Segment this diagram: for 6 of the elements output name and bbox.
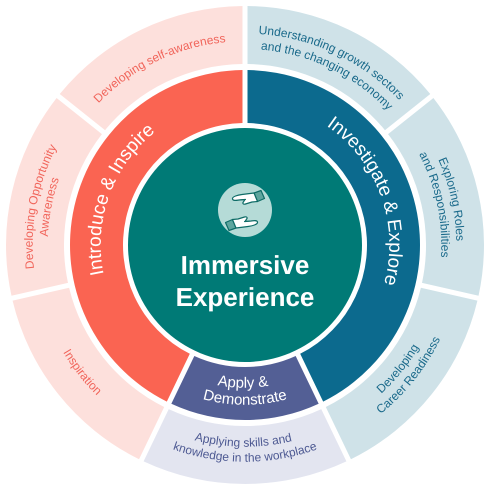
center-title: Immersive Experience <box>174 249 316 313</box>
segment-label: Apply & Demonstrate <box>202 372 288 409</box>
outer-ring-segment <box>12 288 164 460</box>
outer-ring-segment <box>144 409 346 484</box>
inner-ring-segment <box>171 356 319 420</box>
outer-ring-segment <box>326 288 478 460</box>
